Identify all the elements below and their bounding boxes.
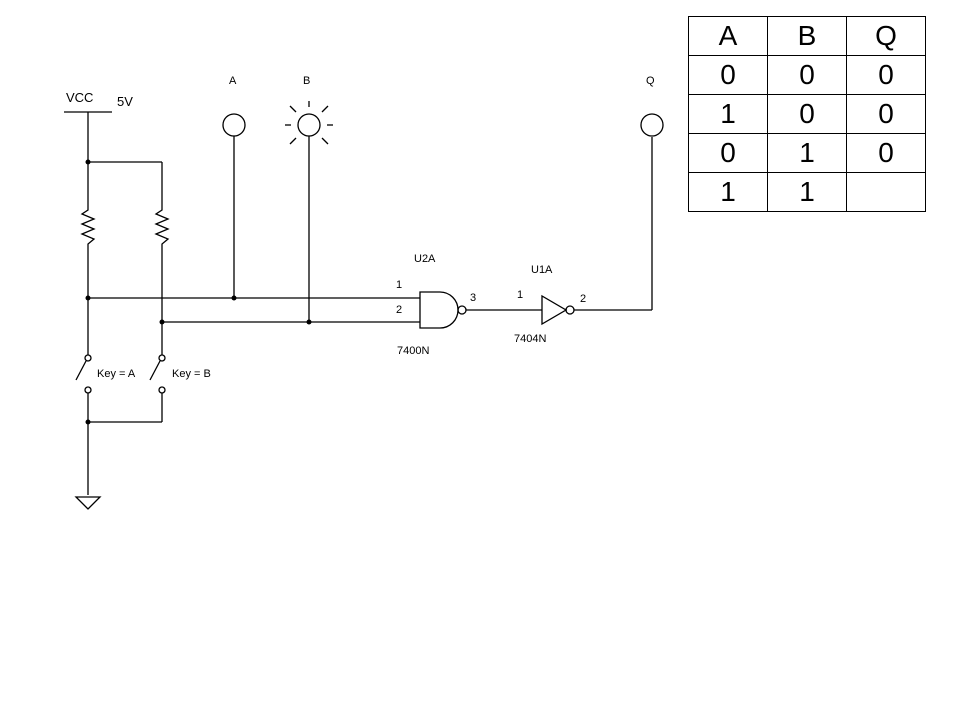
truth-table-cell: 0 xyxy=(767,55,847,95)
probe-q-label: Q xyxy=(646,75,655,87)
inverter-part-label: 7404N xyxy=(514,333,546,345)
junction-dot xyxy=(85,295,91,301)
truth-table-cell: 0 xyxy=(688,55,768,95)
probe-a-label: A xyxy=(229,75,237,87)
nand-gate: U2A 1 2 3 7400N xyxy=(396,253,476,357)
resistor-a xyxy=(80,206,96,250)
truth-table-header-row: A B Q xyxy=(688,16,926,56)
truth-table-row: 1 0 0 xyxy=(688,94,926,134)
resistor-b xyxy=(154,206,170,250)
probe-a-lamp: A xyxy=(222,75,246,298)
vcc-voltage-label: 5V xyxy=(117,94,133,109)
inverter-pin2-label: 2 xyxy=(580,293,586,305)
switch-b-label: Key = B xyxy=(172,368,211,380)
nand-pin1-label: 1 xyxy=(396,279,402,291)
switch-a: Key = A xyxy=(75,354,136,422)
truth-table-cell[interactable] xyxy=(846,172,926,212)
nand-ref-label: U2A xyxy=(414,253,436,265)
truth-table-header-a: A xyxy=(688,16,768,56)
truth-table-row: 0 1 0 xyxy=(688,133,926,173)
vcc-source: VCC 5V xyxy=(64,90,133,206)
probe-b-label: B xyxy=(303,75,310,87)
ground-symbol xyxy=(74,496,102,510)
truth-table-header-b: B xyxy=(767,16,847,56)
circuit-schematic: VCC 5V A B U2A 1 2 xyxy=(64,75,664,510)
truth-table-cell: 1 xyxy=(688,172,768,212)
truth-table-cell: 0 xyxy=(846,94,926,134)
switch-b: Key = B xyxy=(149,354,211,422)
inverter-ref-label: U1A xyxy=(531,264,553,276)
inverter-pin1-label: 1 xyxy=(517,289,523,301)
truth-table-cell: 0 xyxy=(846,55,926,95)
truth-table-cell: 0 xyxy=(767,94,847,134)
switch-a-label: Key = A xyxy=(97,368,136,380)
junction-dot xyxy=(85,159,91,165)
vcc-label: VCC xyxy=(66,90,93,105)
probe-b-lamp-lit: B xyxy=(285,75,333,322)
truth-table-cell: 1 xyxy=(688,94,768,134)
truth-table-row: 1 1 xyxy=(688,172,926,212)
truth-table-cell: 0 xyxy=(688,133,768,173)
truth-table: A B Q 0 0 0 1 0 0 0 1 0 1 1 xyxy=(688,16,926,212)
truth-table-cell: 1 xyxy=(767,172,847,212)
inverter-gate: U1A 1 2 7404N xyxy=(514,264,586,345)
truth-table-row: 0 0 0 xyxy=(688,55,926,95)
probe-q-lamp: Q xyxy=(640,75,664,137)
nand-part-label: 7400N xyxy=(397,345,429,357)
nand-pin2-label: 2 xyxy=(396,304,402,316)
truth-table-header-q: Q xyxy=(846,16,926,56)
truth-table-cell: 1 xyxy=(767,133,847,173)
truth-table-cell: 0 xyxy=(846,133,926,173)
nand-pin3-label: 3 xyxy=(470,292,476,304)
junction-dot xyxy=(159,319,165,325)
